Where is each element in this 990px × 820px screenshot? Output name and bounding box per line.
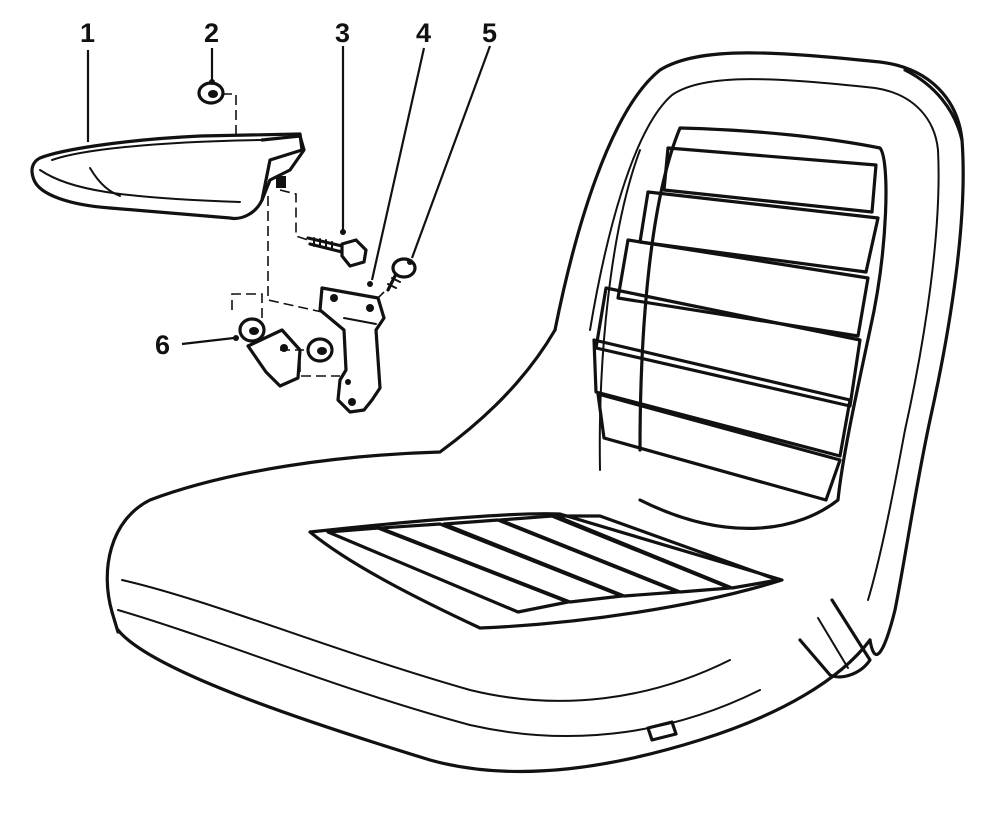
bracket-part-4	[318, 286, 386, 414]
seat-tab	[646, 720, 678, 742]
callout-2: 2	[204, 18, 219, 48]
seat-cushion-lower-line	[117, 609, 761, 737]
leader-5	[410, 45, 492, 259]
callout-5: 5	[482, 18, 497, 48]
screw-shank	[386, 272, 398, 292]
backrest-inner-panel-edge	[598, 149, 641, 471]
assembly-line-bolt	[279, 189, 309, 241]
seat	[105, 51, 965, 774]
bolt-head	[340, 238, 368, 268]
seat-pedestal	[798, 598, 872, 679]
screw-thread	[387, 277, 401, 289]
seat-base-bottom-edge	[110, 610, 120, 634]
backrest-pad	[592, 338, 852, 458]
backrest-pad	[596, 392, 842, 502]
armrest-bracket	[260, 134, 306, 202]
armrest-pad-crease	[89, 167, 121, 197]
armrest-pad-top	[51, 139, 261, 161]
backrest-inner-panel	[638, 126, 888, 530]
armrest-slot	[276, 176, 286, 188]
leader-dot	[233, 335, 239, 341]
callout-labels: 1 2 3 4 5 6	[80, 18, 497, 360]
armrest-part-1	[30, 132, 306, 221]
armrest-body	[30, 132, 304, 221]
assembly-line-nut	[222, 93, 237, 140]
leader-dot	[367, 281, 373, 287]
bracket-hole	[330, 294, 338, 302]
bracket-flange	[343, 317, 377, 325]
leader-4	[370, 47, 426, 281]
assembly-line-plate	[299, 362, 340, 377]
seat-inner-panel	[308, 512, 784, 630]
backrest-outer	[553, 51, 965, 656]
seat-cushion-front-inner	[121, 579, 731, 702]
backrest-pad	[638, 190, 880, 274]
assembly-lines	[222, 93, 385, 377]
callout-1: 1	[80, 18, 95, 48]
backrest-pad	[616, 238, 870, 338]
backrest-pad	[594, 286, 862, 408]
backrest-pads	[592, 146, 880, 502]
assembly-line-bushing	[231, 293, 263, 322]
bracket-hole	[348, 398, 356, 406]
callout-6: 6	[155, 330, 170, 360]
callout-3: 3	[335, 18, 350, 48]
backrest-outer-rim	[589, 78, 940, 601]
bushing-right-hole	[317, 347, 327, 355]
bushing-left-hole	[249, 327, 259, 335]
bracket-hole	[345, 379, 351, 385]
leader-dot	[407, 259, 413, 265]
leader-dot	[340, 229, 346, 235]
leader-lines	[86, 45, 492, 346]
bracket-plate	[318, 286, 386, 414]
nut-part-2	[197, 81, 225, 105]
leader-dot	[209, 79, 215, 85]
seat-base-shell	[116, 628, 872, 774]
seat-pads	[326, 514, 780, 614]
seat-pedestal-edge	[817, 617, 849, 669]
seat-cushion-front	[105, 328, 557, 614]
leader-6	[181, 336, 235, 346]
assembly-line-bracket	[267, 196, 323, 313]
bolt-part-3	[306, 236, 368, 268]
backrest-pad	[662, 146, 878, 214]
assembly-line-screw	[377, 291, 385, 299]
seat-pad	[554, 514, 780, 590]
armrest-pad-edge	[39, 169, 241, 203]
seat-pad	[378, 522, 624, 604]
callout-4: 4	[416, 18, 431, 48]
backrest-side-edge	[903, 68, 964, 142]
link-plate	[246, 328, 302, 388]
bracket-hole	[366, 304, 374, 312]
nut-hole	[208, 90, 218, 98]
link-part-6	[238, 317, 334, 388]
bolt-thread	[313, 237, 333, 251]
